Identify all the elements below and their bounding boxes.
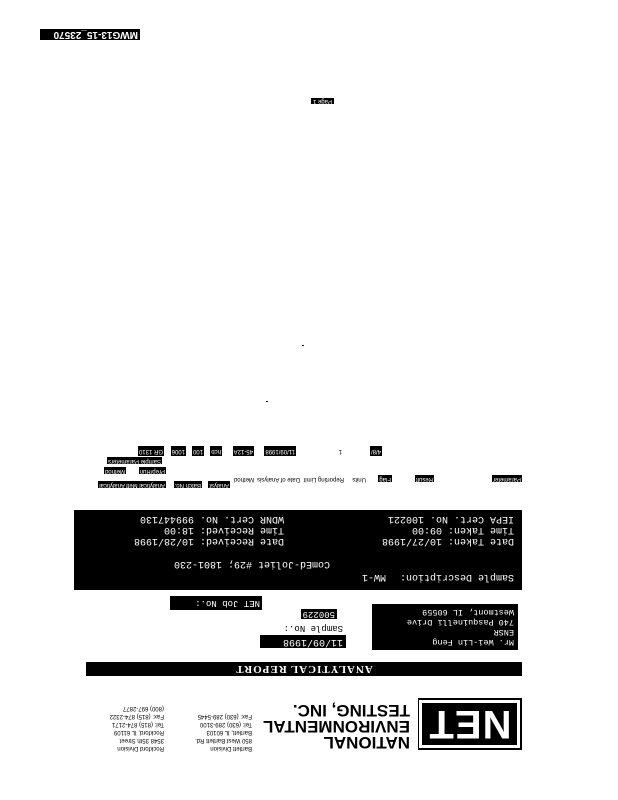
bartlett-division: Bartlett Division 850 West Bartlett Rd. … [170, 712, 252, 752]
table-row: 1 4/8/ 11/09/1998 45-12A hcb 100 1006 GR… [96, 446, 522, 456]
company-name: NATIONAL ENVIRONMENTAL TESTING, INC. [262, 701, 410, 752]
sample-number-label: Sample No.: [283, 623, 343, 633]
sample-number: Sample No.: 500229 [266, 605, 346, 635]
cell-units: 4/8/ [369, 446, 382, 456]
client-city: Westmont, IL 60559 [422, 607, 514, 617]
company-name-line3: TESTING, INC. [292, 701, 410, 720]
col-reporting-limit: Reporting Limit [303, 476, 344, 482]
cell-run: 1006 [170, 446, 186, 456]
cell-flag: 1 [338, 448, 342, 454]
time-received: Time Received: 18:00 [163, 524, 284, 535]
company-name-line1: NATIONAL [323, 733, 410, 752]
sample-description-value: MW-1 [361, 571, 386, 582]
sample-description-site: ComEd-Joliet #29; 1801-230 [173, 558, 330, 569]
report-banner: ANALYTICAL REPORT [86, 662, 522, 676]
results-table-header: Parameter Result Flag Units Reporting Li… [96, 456, 522, 488]
client-street: 740 Pasquinelli Drive [406, 617, 514, 627]
sample-details: Sample Description: MW-1 ComEd-Joliet #2… [74, 510, 522, 590]
rockford-street: 3548 35th Street [119, 737, 164, 743]
client-name: Mr. Wei-Lin Feng [432, 637, 514, 647]
rockford-tel: Tel: (815) 874-2171 [111, 721, 164, 727]
scan-speck [302, 345, 304, 346]
bartlett-street: 850 West Bartlett Rd. [195, 737, 252, 743]
bartlett-name: Bartlett Division [210, 745, 252, 751]
cell-date: 11/09/1998 [264, 446, 296, 456]
letterhead: NET NATIONAL ENVIRONMENTAL TESTING, INC.… [86, 692, 522, 756]
company-name-line2: ENVIRONMENTAL [262, 717, 410, 736]
net-logo: NET [418, 698, 522, 750]
report-date: 11/09/1998 [260, 635, 346, 648]
sample-description-label: Sample Description: [399, 571, 514, 582]
col-method: Method [233, 476, 254, 482]
col-analytical: Analytical [98, 481, 126, 488]
cell-method: GR 1310 [137, 446, 164, 456]
client-address: Mr. Wei-Lin Feng ENSR 740 Pasquinelli Dr… [372, 604, 518, 650]
cell-prep: 100 [191, 446, 204, 456]
rockford-tollfree: (800) 697-2877 [122, 705, 164, 711]
cell-batch: 45-12A [232, 446, 254, 456]
date-received: Date Received: 10/28/1998 [133, 535, 284, 546]
col-prep-run: Prep/Run [138, 467, 166, 474]
rockford-city: Rockford, IL 61109 [113, 729, 164, 735]
cell-analyst: hcb [210, 446, 222, 456]
rockford-name: Rockford Division [117, 745, 164, 751]
col-batch-no: Batch No. [173, 481, 202, 488]
sample-parameters-heading: Sample Parameters [106, 457, 162, 464]
wdnr-cert: WDNR Cert. No. 999447130 [139, 513, 284, 524]
rockford-division: Rockford Division 3548 35th Street Rockf… [82, 704, 164, 752]
job-number-label: NET Job No.: [195, 598, 260, 608]
iepa-cert: IEPA Cert. No. 100221 [387, 513, 514, 524]
col-result: Result [414, 475, 434, 482]
bartlett-tel: Tel: (630) 289-3100 [199, 721, 252, 727]
bartlett-city: Bartlett, IL 60103 [206, 729, 252, 735]
scan-speck [266, 401, 268, 402]
time-taken: Time Taken: 09:00 [411, 524, 514, 535]
col-flag: Flag [378, 475, 392, 482]
col-method-2: Method [103, 467, 126, 474]
document-id: MWG13-15_23570 [40, 29, 140, 40]
col-parameter: Parameter [491, 475, 522, 482]
col-units: Units [352, 476, 366, 482]
client-company: ENSR [493, 627, 514, 637]
sample-number-value: 500229 [300, 609, 337, 619]
branch-addresses: Bartlett Division 850 West Bartlett Rd. … [86, 696, 252, 752]
rockford-fax: Fax: (815) 874-2322 [109, 713, 164, 719]
sample-description: Sample Description: MW-1 [362, 571, 514, 582]
page-number: Page 1 [310, 98, 334, 104]
job-number: NET Job No.: 98.12967 [170, 584, 262, 610]
bartlett-fax: Fax: (630) 289-5445 [197, 713, 252, 719]
col-date-of-analysis: Date of Analysis [256, 476, 300, 482]
net-logo-text: NET [419, 700, 521, 748]
date-taken: Date Taken: 10/27/1998 [381, 535, 514, 546]
col-analyst: Analyst [208, 481, 230, 488]
